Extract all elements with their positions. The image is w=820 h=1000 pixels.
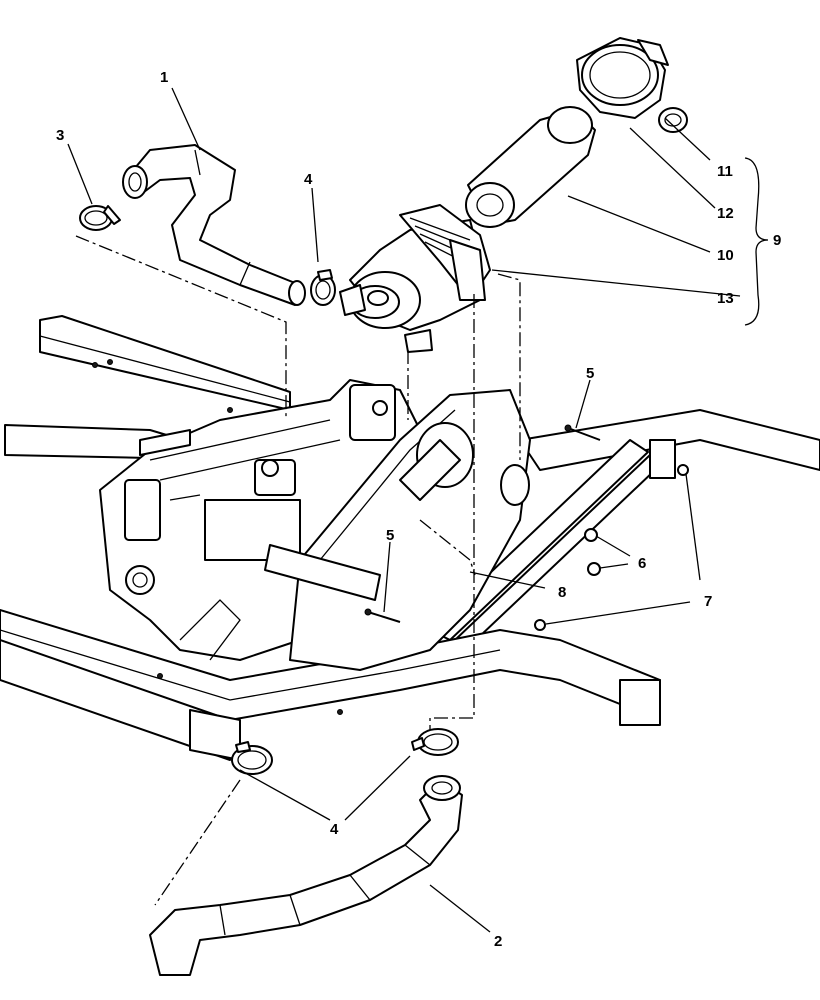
hose-clamp-upper — [310, 269, 336, 306]
callout-12: 12 — [717, 205, 734, 222]
callout-3: 3 — [56, 127, 64, 144]
engine-assembly — [99, 379, 421, 661]
assembly-center-lines — [75, 235, 521, 906]
filter-cover — [576, 37, 669, 119]
callout-9: 9 — [773, 232, 781, 249]
callout-8: 8 — [558, 584, 566, 601]
small-cap — [658, 107, 688, 133]
hose-clamp-lower-right — [411, 728, 459, 756]
callout-4-top: 4 — [304, 171, 313, 188]
hose-clamp-lower-left — [231, 741, 273, 775]
cvt-housing — [264, 389, 531, 671]
hose-clamp-upper-left — [79, 205, 121, 231]
callout-13: 13 — [717, 290, 734, 307]
callout-6: 6 — [638, 555, 646, 572]
callout-11: 11 — [717, 163, 733, 180]
nut-7-upper — [677, 464, 689, 476]
upper-intake-hose — [122, 144, 306, 306]
leader-lines — [67, 87, 769, 933]
callout-7-upper: 7 — [704, 593, 712, 610]
callout-numbers: 1 3 4 11 12 10 9 13 5 5 6 7 8 4 2 — [56, 69, 781, 950]
filter-element — [465, 106, 596, 228]
callout-10: 10 — [717, 247, 734, 264]
callout-2: 2 — [494, 933, 502, 950]
nut-7-lower — [534, 619, 546, 631]
nuts-6 — [584, 528, 601, 576]
bolt-center — [364, 608, 401, 623]
air-box — [339, 204, 491, 353]
callout-1: 1 — [160, 69, 168, 86]
callout-5-right: 5 — [586, 365, 594, 382]
callout-4-bottom: 4 — [330, 821, 339, 838]
lower-intake-hose — [149, 775, 463, 976]
bolt-upper — [564, 424, 601, 441]
callout-5-center: 5 — [386, 527, 394, 544]
